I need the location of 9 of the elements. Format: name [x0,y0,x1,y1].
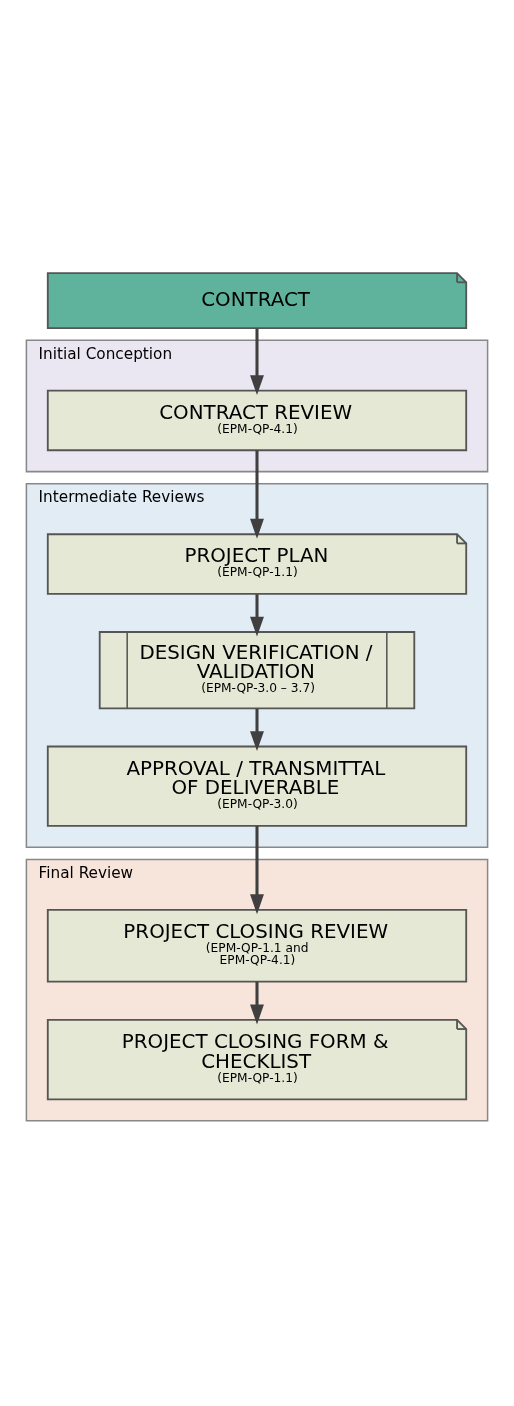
node-box: PROJECT CLOSING REVIEW (EPM-QP-1.1 and EPM-QP-4.1) [46,909,468,983]
arrow [250,450,264,539]
node-box: APPROVAL / TRANSMITTAL OF DELIVERABLE (EPM-QP-3.0) [46,745,468,827]
arrow [250,708,264,752]
arrow [250,594,264,637]
node-box: CONTRACT REVIEW (EPM-QP-4.1) [46,389,468,452]
arrow [250,328,264,396]
arrow [250,826,264,915]
arrow [250,981,264,1025]
